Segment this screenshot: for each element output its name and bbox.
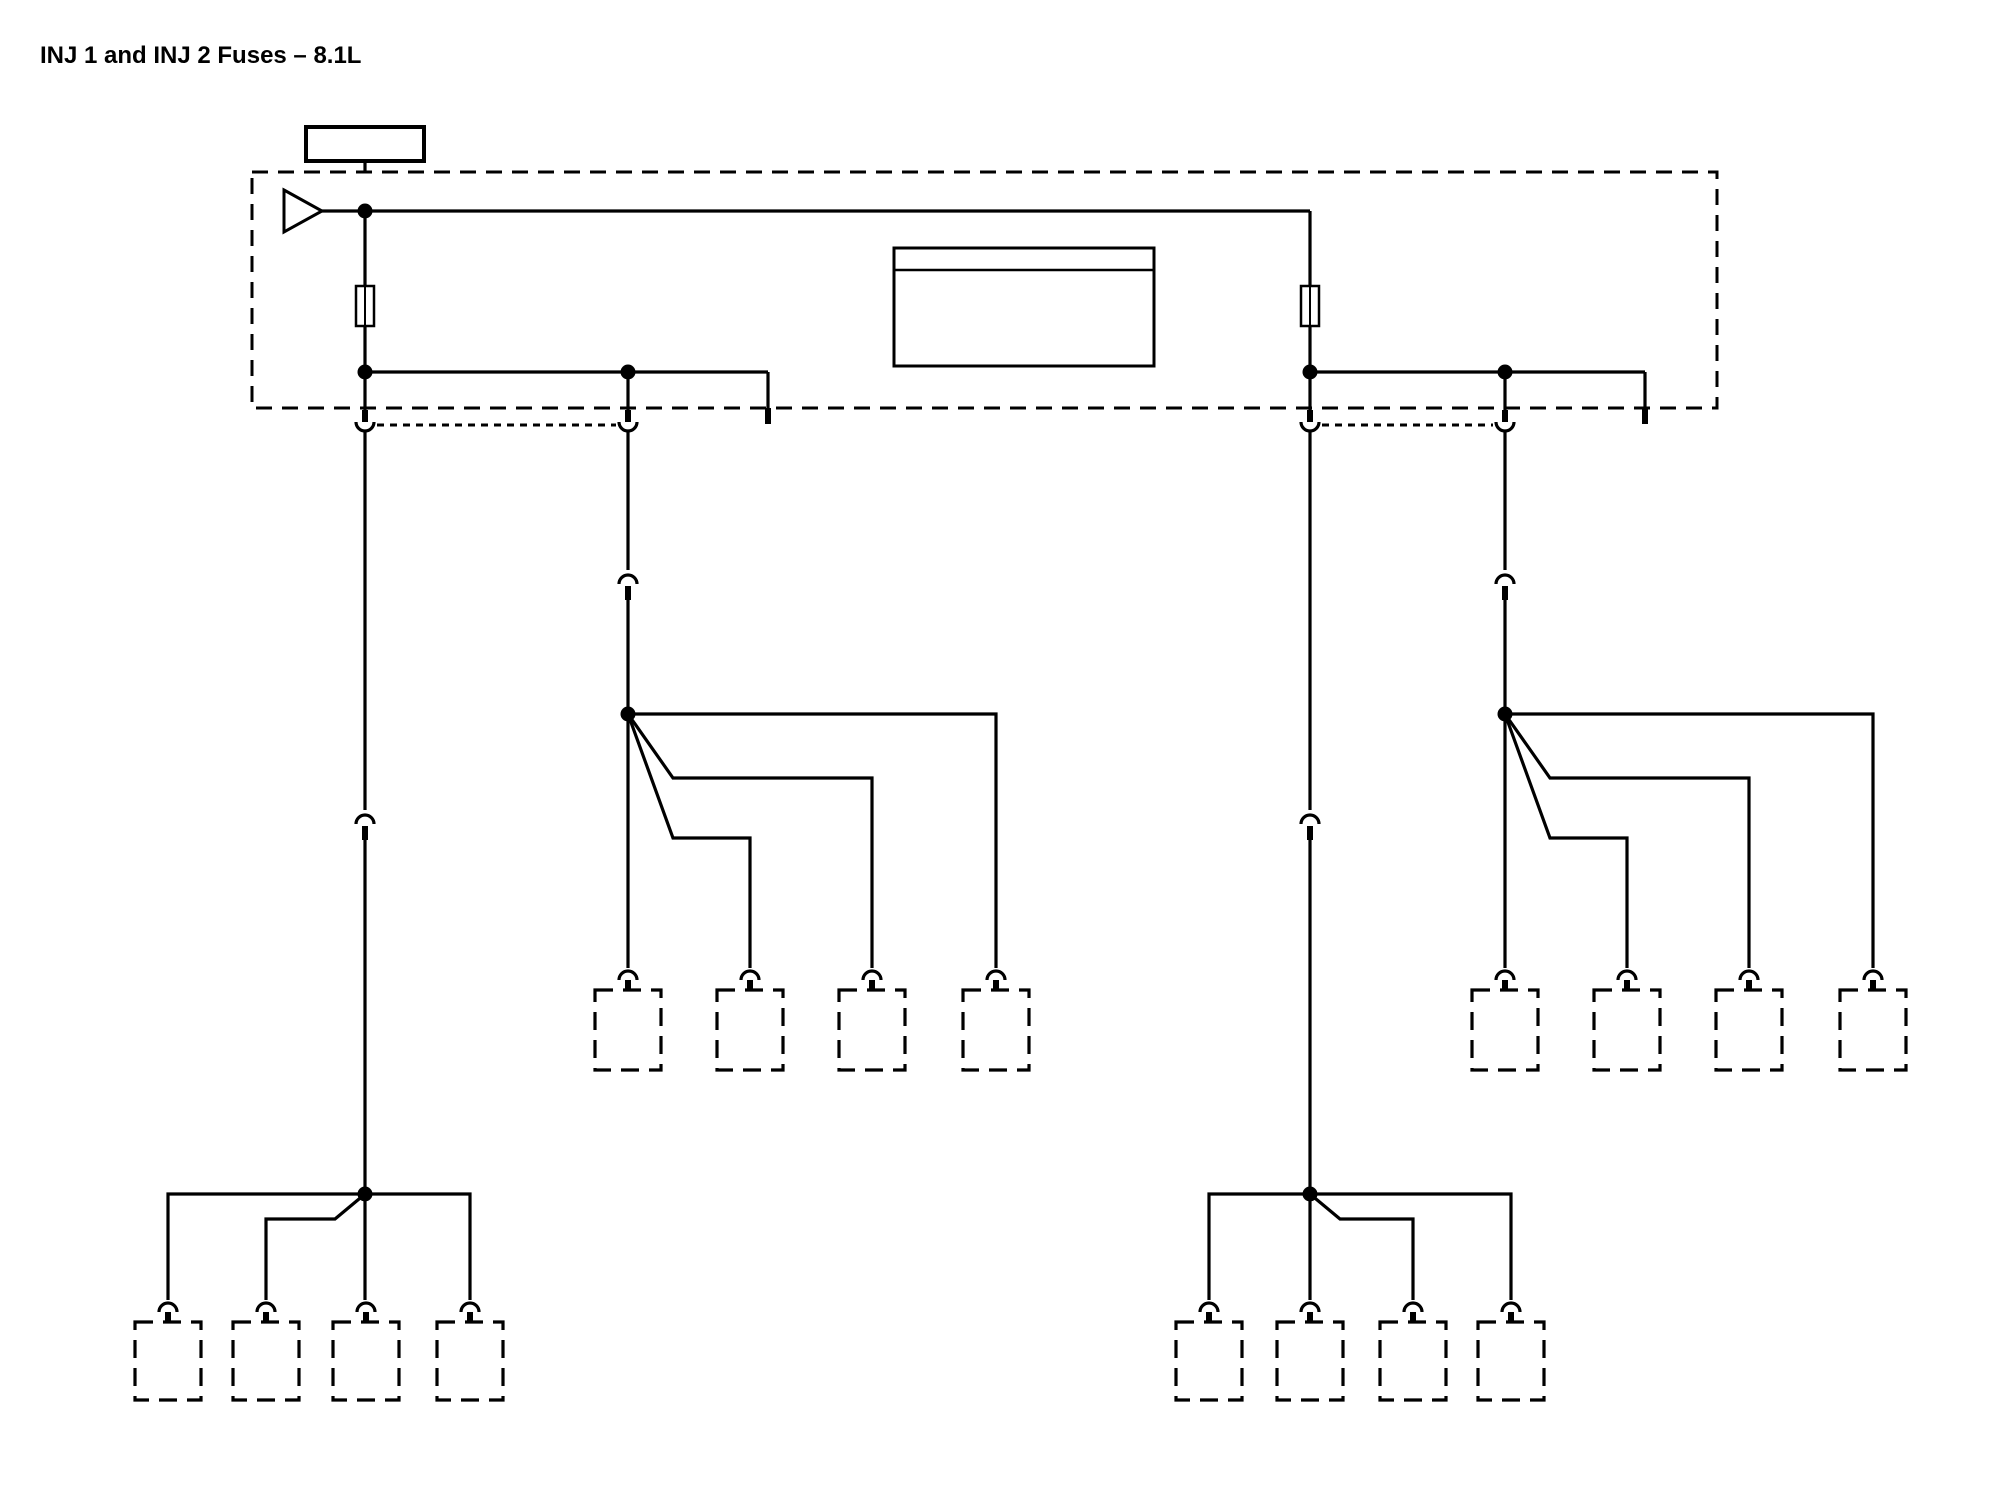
right-ignition-coil-3-terminal [1500,1301,1522,1313]
left-c155-connector-pin [625,586,631,600]
left-coil-branch-3 [365,1192,472,1300]
right-c155-connector [1494,573,1516,585]
left-injector-branch-1 [626,713,752,968]
left-fuel-injector-2-terminal [861,969,883,981]
right-fuel-injector-2-terminal [1738,969,1760,981]
left-fuel-injector-1-terminal [739,969,761,981]
left-coil-connector [354,813,376,825]
right-c2-inj-conn [1494,421,1516,433]
left-fuel-injector-0 [593,988,663,1072]
right-ignition-coil-2-terminal-pin [1410,1312,1416,1322]
right-unused-pin [1642,408,1648,424]
left-injector-branch-2 [626,713,874,968]
left-ignition-coil-1-terminal [255,1301,277,1313]
page-title: INJ 1 and INJ 2 Fuses – 8.1L [40,42,362,69]
left-ignition-coil-0-terminal-pin [165,1312,171,1322]
left-fuel-injector-0-terminal [617,969,639,981]
right-fuel-injector-0-terminal [1494,969,1516,981]
left-fuel-injector-3-terminal-pin [993,980,999,990]
right-injector-branch-1 [1503,713,1629,968]
right-fuel-injector-3 [1838,988,1908,1072]
right-ignition-coil-1 [1275,1320,1345,1402]
left-fuel-injector-2 [837,988,907,1072]
right-fuel-injector-3-terminal [1862,969,1884,981]
left-c2-inj-conn [617,421,639,433]
left-ignition-coil-2-terminal [355,1301,377,1313]
right-fuel-injector-2-terminal-pin [1746,980,1752,990]
right-injector-branch-3 [1505,712,1875,968]
right-ignition-coil-1-terminal-pin [1307,1312,1313,1322]
left-fuel-injector-2-terminal-pin [869,980,875,990]
right-coil-connector [1299,813,1321,825]
left-ignition-coil-3 [435,1320,505,1402]
fuse-block-outline [250,170,1719,410]
right-ignition-coil-3 [1476,1320,1546,1402]
right-c2-coil-conn [1299,421,1321,433]
right-coil-branch-0 [1207,1192,1310,1300]
right-ignition-coil-1-terminal [1299,1301,1321,1313]
left-coil-connector-pin [362,826,368,840]
power-source-box [304,125,426,163]
right-fuel-injector-3-terminal-pin [1870,980,1876,990]
left-c2-inj-conn-pin [625,410,631,422]
right-fuel-injector-2 [1714,988,1784,1072]
right-ignition-coil-2 [1378,1320,1448,1402]
left-ignition-coil-3-terminal-pin [467,1312,473,1322]
left-fuel-injector-3-terminal [985,969,1007,981]
left-coil-branch-1 [264,1192,367,1300]
left-fuel-injector-1-terminal-pin [747,980,753,990]
right-fuel-injector-0 [1470,988,1540,1072]
left-ignition-coil-0-terminal [157,1301,179,1313]
conn-id-box [892,246,1156,368]
left-ignition-coil-2 [331,1320,401,1402]
right-fuel-injector-1-terminal-pin [1624,980,1630,990]
right-c2-inj-conn-pin [1502,410,1508,422]
left-coil-branch-0 [166,1192,365,1300]
left-injector-branch-3 [628,712,998,968]
left-ignition-coil-1-terminal-pin [263,1312,269,1322]
right-fuel-injector-1-terminal [1616,969,1638,981]
bus-triangle-symbol [282,187,326,235]
right-ignition-coil-0 [1174,1320,1244,1402]
left-ignition-coil-3-terminal [459,1301,481,1313]
right-fuel-injector-0-terminal-pin [1502,980,1508,990]
right-c155-connector-pin [1502,586,1508,600]
right-fuel-injector-1 [1592,988,1662,1072]
left-fuel-injector-0-terminal-pin [625,980,631,990]
left-c2-coil-conn [354,421,376,433]
right-ignition-coil-2-terminal [1402,1301,1424,1313]
right-coil-branch-3 [1310,1192,1513,1300]
left-fuel-injector-3 [961,988,1031,1072]
left-fuel-injector-1 [715,988,785,1072]
right-c2-coil-conn-pin [1307,410,1313,422]
right-coil-connector-pin [1307,826,1313,840]
right-ignition-coil-0-terminal [1198,1301,1220,1313]
right-injector-branch-2 [1503,713,1751,968]
left-ignition-coil-0 [133,1320,203,1402]
right-coil-branch-2 [1308,1192,1415,1300]
left-c155-connector [617,573,639,585]
left-unused-pin [765,408,771,424]
left-ignition-coil-2-terminal-pin [363,1312,369,1322]
right-ignition-coil-3-terminal-pin [1508,1312,1514,1322]
left-ignition-coil-1 [231,1320,301,1402]
right-ignition-coil-0-terminal-pin [1206,1312,1212,1322]
left-c2-coil-conn-pin [362,410,368,422]
